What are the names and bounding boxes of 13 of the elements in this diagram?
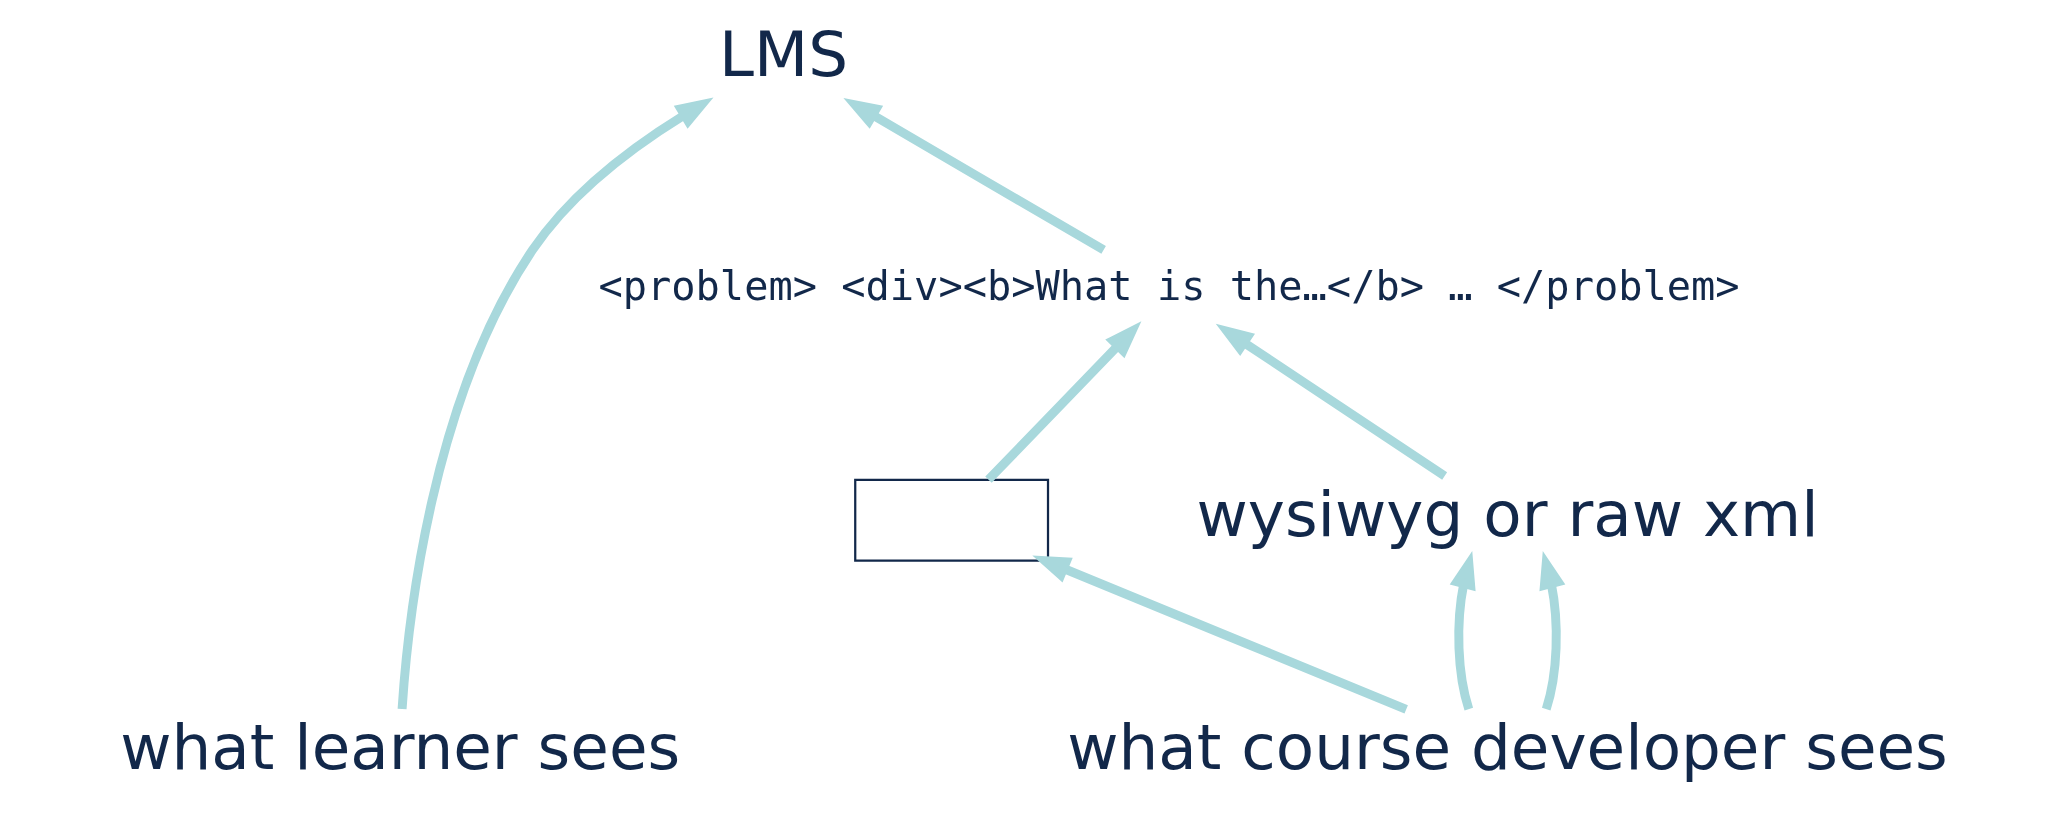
arrow (842, 97, 1106, 254)
node-text: what course developer sees (1066, 710, 1948, 784)
arrow (1538, 550, 1565, 711)
arrow (984, 321, 1141, 483)
node-text: LMS (718, 18, 848, 92)
arrow (1449, 551, 1476, 711)
node-text: <problem> <div><b>What is the…</b> … </problem> (597, 263, 1740, 311)
arrow (397, 97, 713, 710)
arrow (1031, 555, 1408, 714)
node-box (853, 478, 1049, 562)
node-text: wysiwyg or raw xml (1195, 477, 1819, 551)
arrow (1215, 323, 1447, 480)
node-text: what learner sees (119, 710, 680, 784)
